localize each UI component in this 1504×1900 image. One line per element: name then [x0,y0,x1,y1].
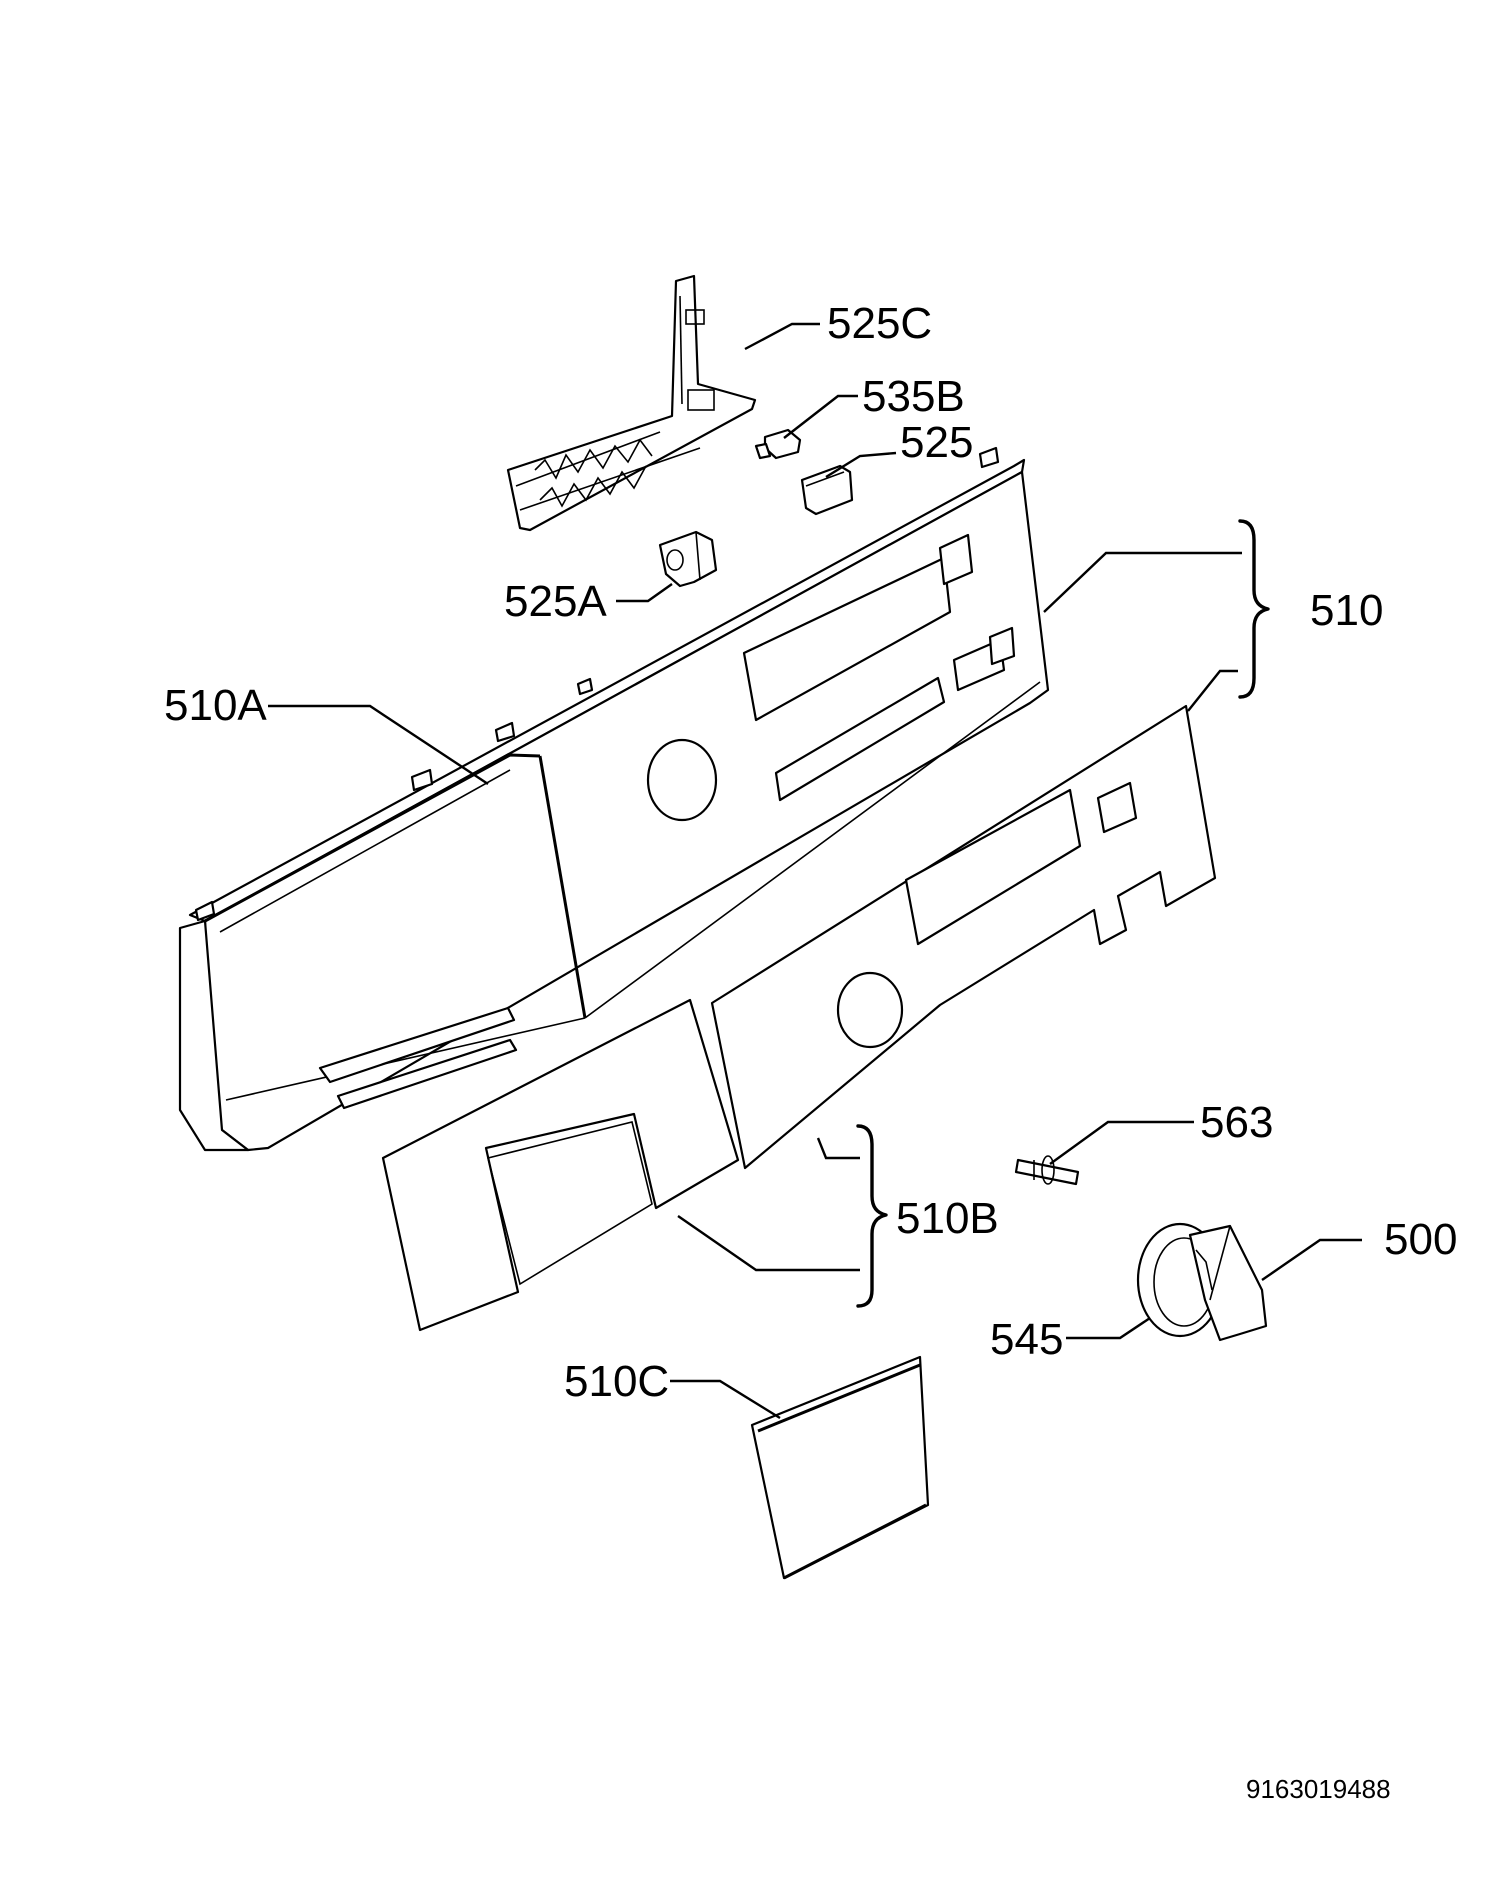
callout-535B: 535B [862,372,965,421]
callout-510C: 510C [564,1357,669,1406]
part-525C-button-carrier [506,274,757,532]
callout-510: 510 [1310,586,1383,635]
callout-525C: 525C [827,299,932,348]
callout-525: 525 [900,418,973,467]
document-number: 9163019488 [1246,1774,1391,1804]
callout-563: 563 [1200,1098,1273,1147]
callout-510A: 510A [164,681,267,730]
callout-545: 545 [990,1315,1063,1364]
callout-510B: 510B [896,1194,999,1243]
part-510C-cover-plate [750,1355,930,1580]
callout-500: 500 [1384,1215,1457,1264]
callout-labels: 525C 535B 525 525A 510 510A 563 510B 500… [164,299,1457,1406]
part-525A-push-button [658,530,718,588]
part-563-pin [1014,1155,1080,1186]
part-510A-control-panel [178,446,1050,1152]
part-510B-decor-foil [381,704,1217,1332]
callout-525A: 525A [504,577,607,626]
leader-lines [268,322,1362,1420]
bracket-510B [856,1124,888,1308]
bracket-510 [1238,519,1270,699]
part-545-500-knob-assembly [1136,1222,1268,1342]
part-535B-clip [754,428,802,460]
part-525-push-button [800,464,854,516]
